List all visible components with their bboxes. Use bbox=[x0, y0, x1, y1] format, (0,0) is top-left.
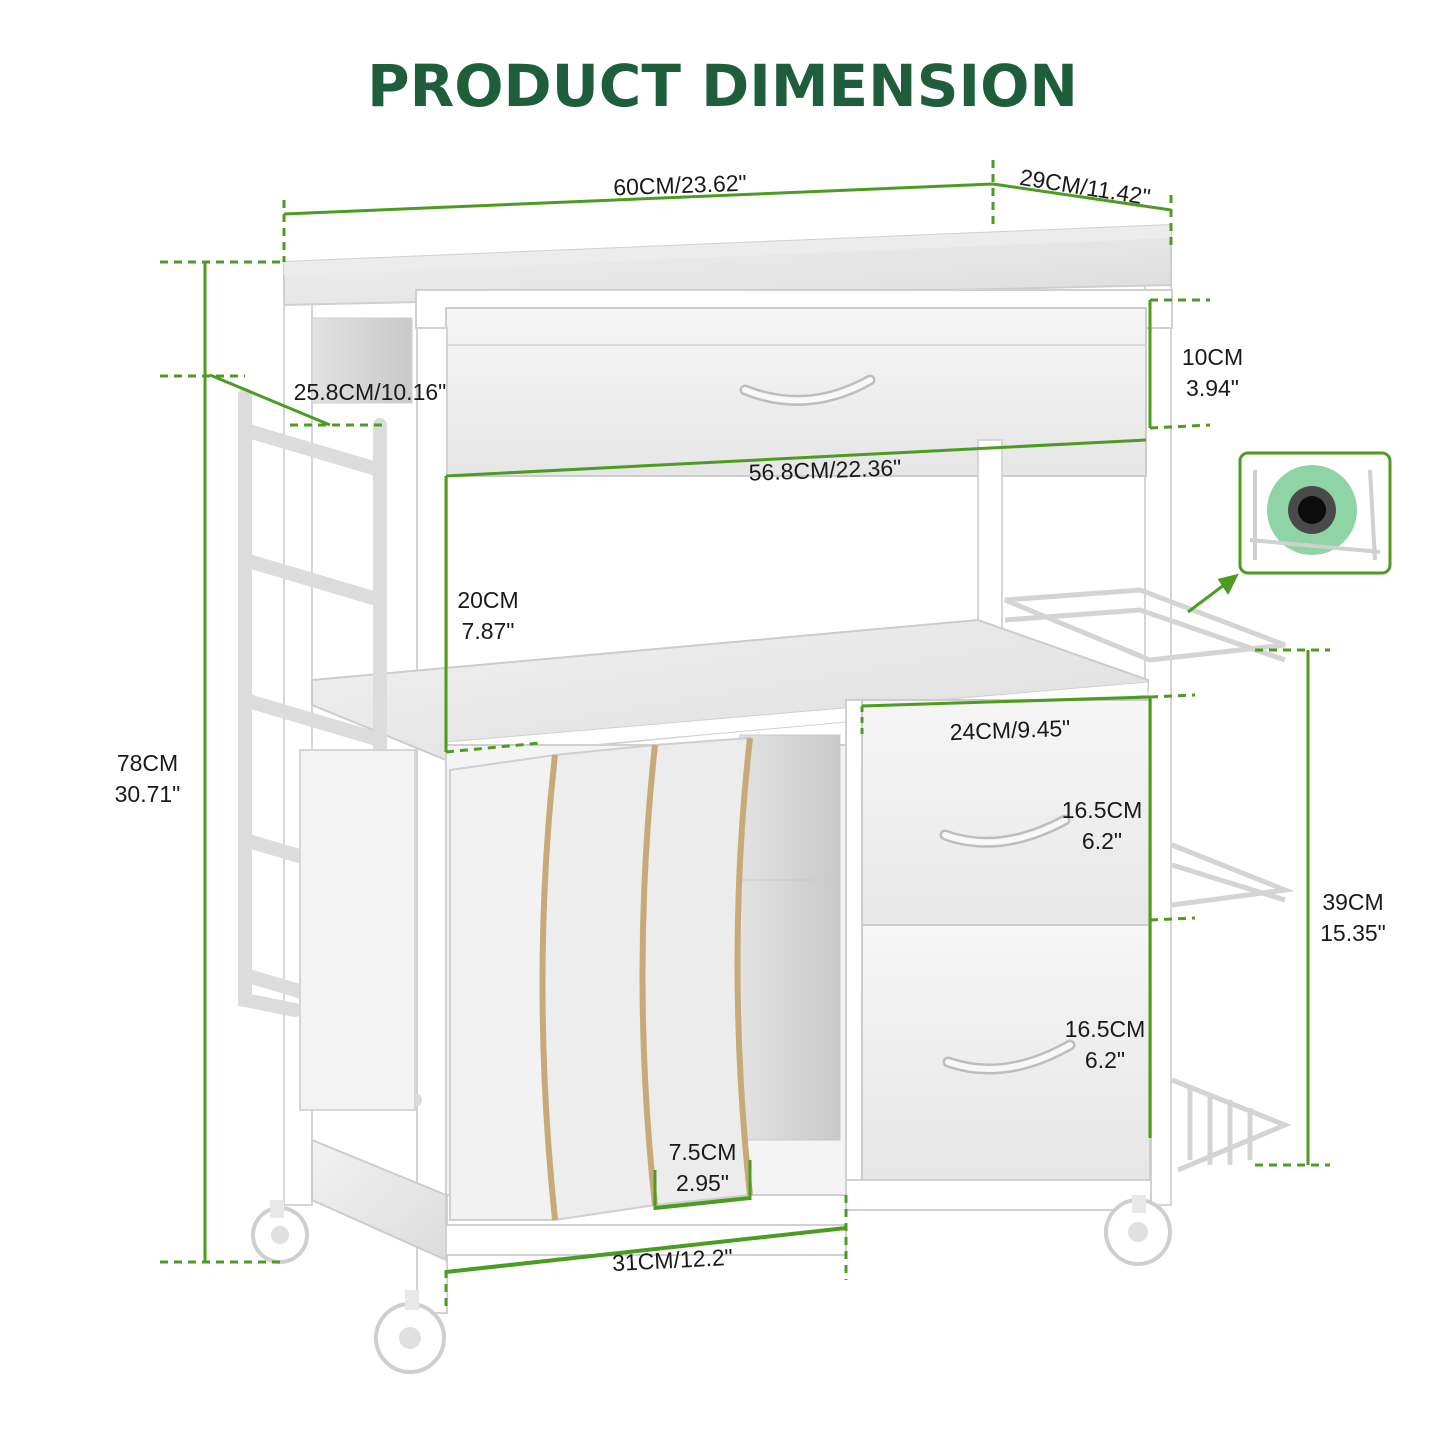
side-wire-baskets bbox=[1004, 587, 1295, 1173]
total-height-label: 78CM 30.71" bbox=[105, 748, 190, 810]
lower-drawer-height-in: 6.2" bbox=[1084, 1047, 1126, 1073]
cabinet-drawer-lower bbox=[861, 924, 1151, 1181]
shelf-gap-cm: 20CM bbox=[457, 587, 519, 613]
upper-drawer-height-label: 16.5CM 6.2" bbox=[1052, 795, 1152, 857]
caster-wheels bbox=[251, 1195, 1172, 1374]
upper-drawer-height-cm: 16.5CM bbox=[1061, 797, 1143, 823]
drawer-height-label: 10CM 3.94" bbox=[1170, 342, 1255, 404]
lower-drawer-height-cm: 16.5CM bbox=[1064, 1016, 1146, 1042]
shelf-gap-label: 20CM 7.87" bbox=[448, 585, 528, 647]
lower-drawer-height-label: 16.5CM 6.2" bbox=[1055, 1014, 1155, 1076]
side-bin-lower bbox=[739, 879, 841, 1141]
top-drawer bbox=[445, 307, 1147, 477]
side-pegboard bbox=[299, 749, 416, 1111]
file-divider-3 bbox=[641, 736, 752, 1207]
cabinet-drawer-upper bbox=[861, 699, 1151, 951]
inset-pointer-arrow bbox=[1187, 573, 1239, 614]
file-divider-1 bbox=[449, 753, 557, 1221]
shelf-gap-in: 7.87" bbox=[461, 618, 515, 644]
page-title: PRODUCT DIMENSION bbox=[367, 52, 1078, 120]
file-divider-2 bbox=[541, 743, 657, 1222]
towel-holder-inset bbox=[1238, 451, 1392, 575]
side-rack-depth-label: 25.8CM/10.16" bbox=[293, 379, 447, 405]
upper-drawer-height-in: 6.2" bbox=[1081, 828, 1123, 854]
cabinet-height-cm: 39CM bbox=[1322, 889, 1384, 915]
total-height-cm: 78CM bbox=[116, 750, 179, 776]
cabinet-height-in: 15.35" bbox=[1320, 920, 1386, 946]
divider-gap-cm: 7.5CM bbox=[668, 1139, 737, 1165]
drawer-height-cm: 10CM bbox=[1181, 344, 1244, 370]
total-height-in: 30.71" bbox=[114, 781, 181, 807]
drawer-width-label: 24CM/9.45" bbox=[949, 714, 1071, 746]
cabinet-height-label: 39CM 15.35" bbox=[1308, 887, 1398, 949]
drawer-height-in: 3.94" bbox=[1186, 375, 1239, 401]
dimension-lines bbox=[160, 160, 1330, 1310]
cart bbox=[238, 223, 1295, 1374]
bottom-shelf bbox=[311, 1138, 447, 1262]
divider-gap-in: 2.95" bbox=[676, 1170, 729, 1196]
divider-gap-label: 7.5CM 2.95" bbox=[655, 1137, 750, 1199]
front-post-left bbox=[416, 327, 448, 1314]
side-fabric-panel bbox=[311, 317, 413, 404]
